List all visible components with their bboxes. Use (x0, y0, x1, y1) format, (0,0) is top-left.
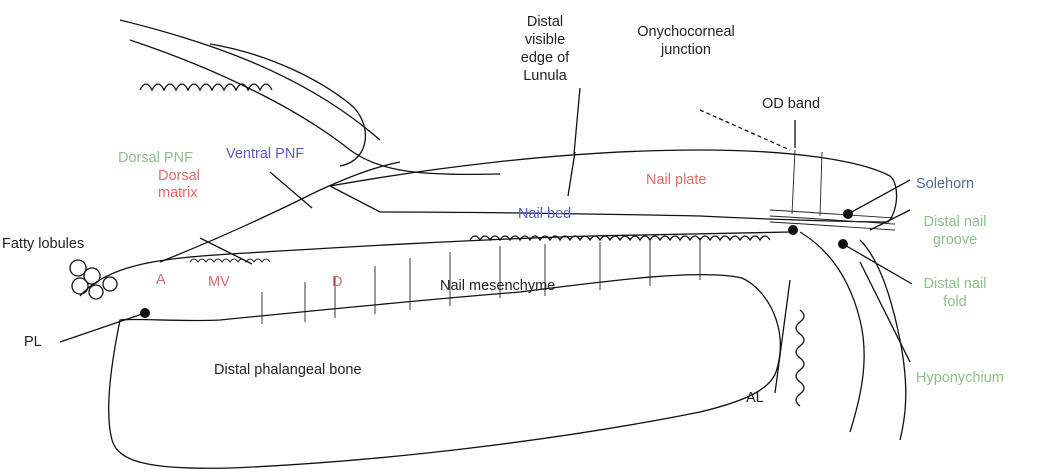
hyponychium-curve (800, 232, 864, 432)
distal-lunula-label-line-3: edge of (510, 50, 580, 67)
pl-dot (140, 308, 150, 318)
matrix-cells (190, 259, 270, 262)
onychocorneal-label-line-2: junction (626, 42, 746, 59)
fatty-lobules-label: Fatty lobules (2, 236, 84, 253)
distal-lunula-label-line-1: Distal (510, 14, 580, 31)
nail-plate-outline (330, 150, 897, 222)
nail-mesenchyme-label: Nail mesenchyme (440, 278, 555, 295)
a-label: A (156, 272, 166, 289)
od-band-label: OD band (762, 96, 820, 113)
nail-plate-segment-2 (820, 152, 822, 216)
distal-nail-groove-label-line-2: groove (910, 232, 1000, 249)
distal-nail-groove-label-line-1: Distal nail (910, 214, 1000, 231)
onychocorneal-label-line-1: Onychocorneal (626, 24, 746, 41)
al-ridges (796, 310, 804, 406)
hyponychium-label: Hyponychium (916, 370, 1004, 387)
dorsal-matrix-label-line-1: Dorsal (158, 168, 200, 185)
distal-lunula-label-line-2: visible (510, 32, 580, 49)
distal-nail-fold-label-line-2: fold (910, 294, 1000, 311)
al-label: AL (746, 390, 764, 407)
nail-plate-lunula-edge (568, 152, 575, 196)
distal-nail-groove-dot (788, 225, 798, 235)
nail-plate-segment-1 (792, 150, 795, 214)
distal-phalangeal-bone-label: Distal phalangeal bone (214, 362, 362, 379)
dorsal-pnf-label: Dorsal PNF (118, 150, 193, 167)
pulp-outline (80, 232, 790, 296)
ventral-pnf-label: Ventral PNF (226, 146, 304, 163)
distal-nail-fold-dot (838, 239, 848, 249)
pl-label: PL (24, 334, 42, 351)
solehorn-dot (843, 209, 853, 219)
distal-phalangeal-bone-outline (109, 275, 781, 469)
d-label: D (332, 274, 342, 291)
mv-label: MV (208, 274, 230, 291)
dorsal-pnf-ridges (140, 84, 272, 90)
nail-plate-label: Nail plate (646, 172, 706, 189)
distal-lunula-label-line-4: Lunula (510, 68, 580, 85)
nail-bed-label: Nail bed (518, 206, 571, 223)
dorsal-matrix-label-line-2: matrix (158, 185, 197, 202)
distal-nail-fold-label-line-1: Distal nail (910, 276, 1000, 293)
fatty-lobules-shape (70, 260, 117, 299)
solehorn-label: Solehorn (916, 176, 974, 193)
